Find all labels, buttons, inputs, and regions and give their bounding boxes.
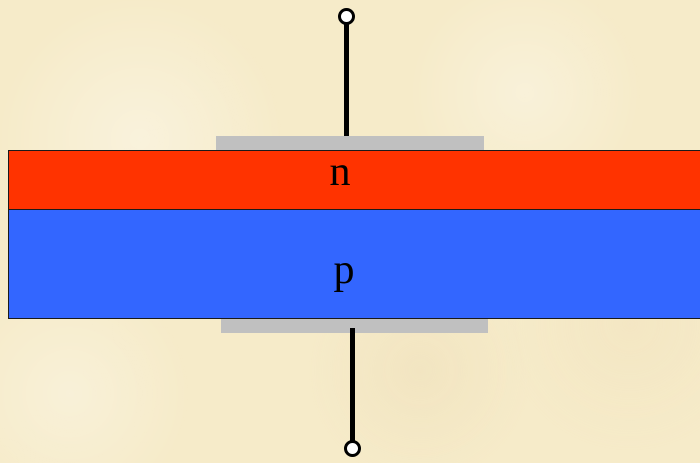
p-layer-label: p	[333, 247, 355, 293]
bottom-terminal	[344, 440, 361, 457]
top-terminal	[338, 8, 355, 25]
n-type-layer: n	[8, 150, 700, 210]
n-layer-label: n	[329, 149, 351, 195]
p-type-layer: p	[8, 209, 700, 319]
top-metal-contact	[216, 136, 484, 150]
top-lead-wire	[344, 24, 349, 136]
bottom-lead-wire	[350, 328, 355, 442]
bottom-metal-contact	[221, 319, 488, 333]
